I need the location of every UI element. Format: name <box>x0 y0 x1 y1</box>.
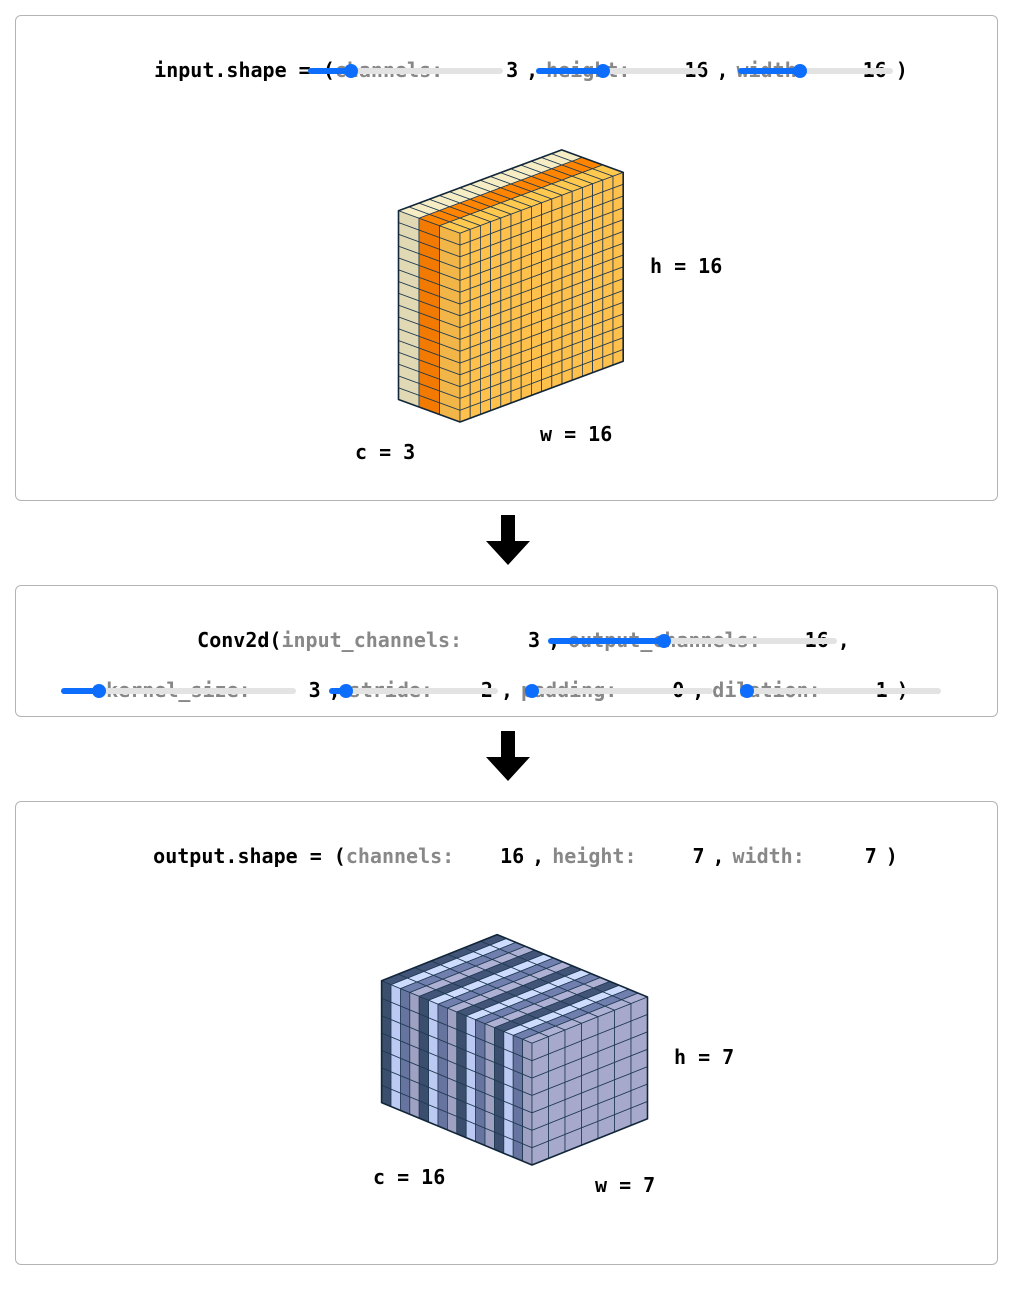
output-height-label: height: <box>552 844 637 868</box>
sep: , <box>712 844 725 868</box>
slider-knob[interactable] <box>338 684 353 698</box>
output-tensor-cube <box>380 933 649 1166</box>
cube-side-cell <box>484 1023 495 1046</box>
cube-side-cell <box>390 984 401 1007</box>
cube-side-cell <box>446 1007 458 1030</box>
output-shape-prefix: output.shape = ( <box>153 844 346 868</box>
kernel-size-slider[interactable] <box>61 684 296 698</box>
cube-side-cell <box>381 980 392 1003</box>
cube-outline <box>380 933 649 1166</box>
input-width-slider[interactable] <box>738 64 893 78</box>
cube-side-cell <box>428 999 439 1023</box>
kernel-size-value: 3 <box>308 678 321 702</box>
input-tensor-cube <box>397 149 625 423</box>
slider-knob[interactable] <box>91 684 106 698</box>
padding-slider[interactable] <box>525 684 713 698</box>
slider-knob[interactable] <box>656 634 671 648</box>
output-channels-value: 16 <box>500 844 525 868</box>
sep: , <box>532 844 545 868</box>
slider-knob[interactable] <box>343 64 358 78</box>
cube-side-cell <box>465 1015 477 1038</box>
input-width-dim-label: w = 16 <box>540 422 613 446</box>
output-height-dim-label: h = 7 <box>674 1045 735 1069</box>
cube-side-cell <box>418 995 430 1019</box>
output-channels-slider[interactable] <box>548 634 837 648</box>
conv2d-row-1: Conv2d(input_channels:3,output_channels:… <box>149 604 859 676</box>
sep: , <box>526 58 539 82</box>
dilation-slider[interactable] <box>740 684 941 698</box>
arrow-down-icon <box>486 515 530 565</box>
cube-outline <box>397 149 625 423</box>
output-channels-label: channels: <box>345 844 455 868</box>
conv2d-panel: Conv2d(input_channels:3,output_channels:… <box>15 585 998 717</box>
cube-side-cell <box>409 992 420 1015</box>
input-channels-slider[interactable] <box>308 64 503 78</box>
cube-side-cell <box>493 1027 505 1050</box>
output-shape-row: output.shape = (channels: 16, height: 7, wid… <box>105 820 907 892</box>
slider-knob[interactable] <box>740 684 754 698</box>
output-width-label: width: <box>732 844 805 868</box>
cube-side-cell <box>522 1038 533 1062</box>
cube-side-cell <box>503 1031 514 1054</box>
input-height-dim-label: h = 16 <box>650 254 723 278</box>
sep: , <box>500 678 513 702</box>
close-paren: ) <box>895 58 908 82</box>
cube-side-cell <box>512 1034 524 1058</box>
slider-knob[interactable] <box>525 684 539 698</box>
cube-side-cell <box>456 1011 467 1034</box>
sep: , <box>837 628 850 652</box>
input-height-slider[interactable] <box>536 64 704 78</box>
output-width-value: 7 <box>864 844 877 868</box>
input-channels-dim-label: c = 3 <box>355 440 416 464</box>
cube-side-cell <box>437 1003 448 1026</box>
cube-side-cell <box>399 988 411 1011</box>
output-channels-dim-label: c = 16 <box>373 1165 446 1189</box>
input-panel: input.shape = (channels:3,height:16,widt… <box>15 15 998 501</box>
input-channels-value: 3 <box>506 58 519 82</box>
stride-slider[interactable] <box>329 684 498 698</box>
conv-input-channels-value: 3 <box>528 628 541 652</box>
slider-knob[interactable] <box>596 64 611 78</box>
slider-knob[interactable] <box>793 64 807 78</box>
input-channels-label: input_channels: <box>281 628 463 652</box>
sep: , <box>716 58 729 82</box>
cube-side-cell <box>475 1019 486 1042</box>
conv2d-prefix: Conv2d( <box>197 628 282 652</box>
arrow-down-icon <box>486 731 530 781</box>
output-width-dim-label: w = 7 <box>595 1173 656 1197</box>
close-paren: ) <box>885 844 898 868</box>
output-panel: output.shape = (channels: 16, height: 7, wid… <box>15 801 998 1265</box>
output-height-value: 7 <box>692 844 705 868</box>
input-shape-prefix: input.shape = ( <box>154 58 335 82</box>
